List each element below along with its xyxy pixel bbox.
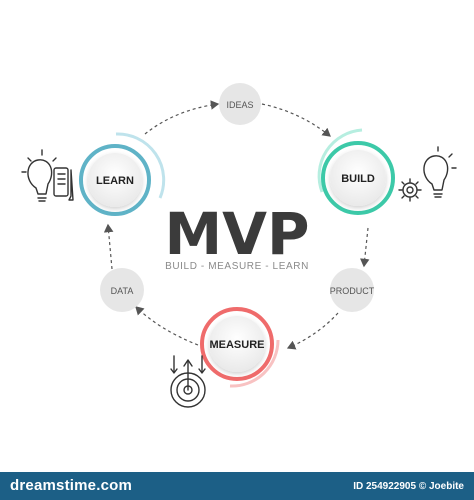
footer-credit: ID 254922905 © Joebite [353, 481, 464, 492]
connector-product-label: PRODUCT [330, 286, 375, 296]
connector-data-label: DATA [111, 286, 134, 296]
stage-learn: LEARN [79, 132, 166, 216]
lightbulb-notebook-icon [21, 149, 74, 202]
arrow-build-to-product [359, 227, 370, 268]
footer-bar: dreamstime.com ID 254922905 © Joebite [0, 472, 474, 500]
stage-measure: MEASURE [200, 307, 280, 388]
stage-measure-label: MEASURE [209, 339, 264, 351]
arrow-data-to-learn [103, 223, 114, 270]
stage-learn-accent-arc [115, 132, 166, 199]
target-arrows-icon [170, 355, 206, 408]
connector-ideas: IDEAS [219, 83, 261, 125]
diagram-title: MVP [164, 200, 309, 268]
stage-measure-accent-arc [229, 339, 280, 388]
footer-brand[interactable]: dreamstime.com [10, 477, 133, 494]
stage-build-label: BUILD [341, 173, 375, 185]
stage-learn-label: LEARN [96, 175, 134, 187]
arrow-product-to-measure [286, 312, 339, 350]
connector-product: PRODUCT [330, 268, 375, 312]
gear-lightbulb-icon [398, 146, 457, 202]
arrow-ideas-to-build [261, 103, 331, 137]
diagram-subtitle: BUILD - MEASURE - LEARN [165, 261, 309, 272]
cycle-arrows [103, 100, 370, 350]
connector-data: DATA [100, 268, 144, 312]
connector-ideas-label: IDEAS [226, 100, 253, 110]
stage-build-accent-arc [317, 128, 363, 193]
arrow-learn-to-ideas [144, 100, 220, 135]
stage-build: BUILD [317, 128, 395, 215]
arrow-measure-to-data [135, 306, 199, 346]
